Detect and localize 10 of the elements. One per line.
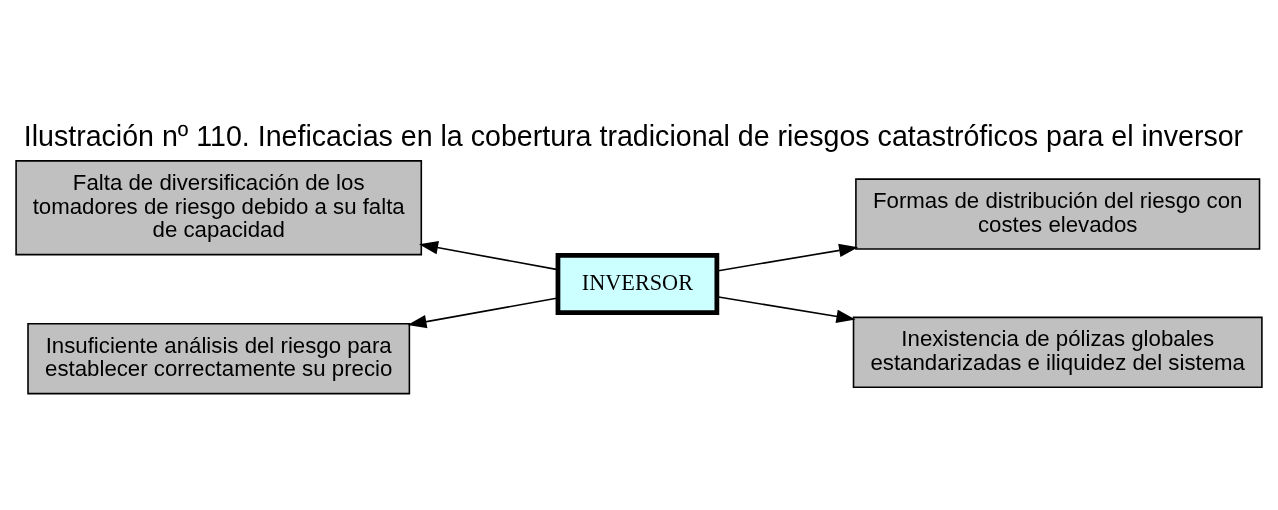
node-box: INVERSOR (555, 253, 720, 315)
node-box: Insuficiente análisis del riesgo para establecer correctamente su precio (27, 322, 411, 395)
arrow (419, 241, 559, 271)
arrow (716, 296, 856, 323)
node-box: Inexistencia de pólizas globales estandarizadas e iliquidez del sistema (852, 316, 1263, 389)
arrow (407, 297, 559, 329)
arrow (716, 243, 859, 272)
diagram-title: Ilustración nº 110. Ineficacias en la cobertura tradicional de riesgos catastróficos para el inversor (23, 119, 1244, 152)
node-box: Falta de diversificación de los tomadores de riesgo debido a su falta de capacidad (15, 160, 423, 256)
node-box: Formas de distribución del riesgo con costes elevados (855, 178, 1261, 250)
